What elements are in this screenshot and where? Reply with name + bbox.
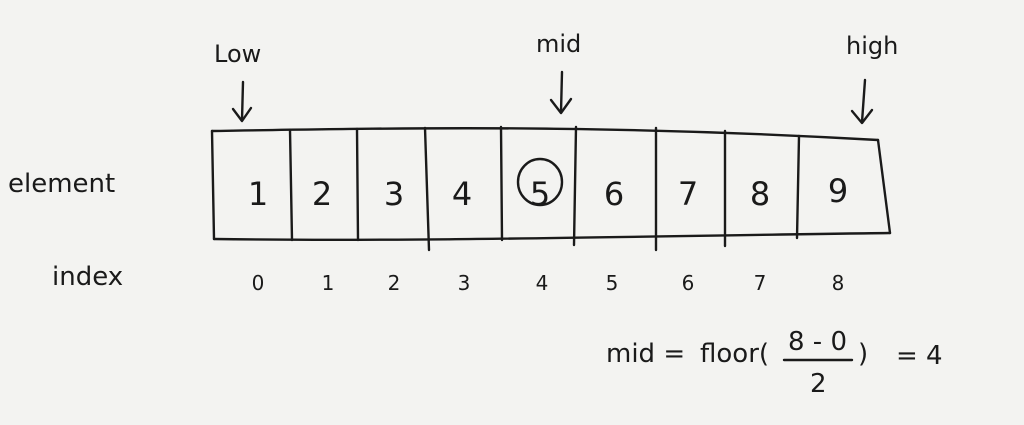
high-arrow <box>850 78 874 125</box>
index-values: 0 1 2 3 4 5 6 7 8 <box>252 271 845 295</box>
element-cell-8: 9 <box>828 172 848 210</box>
high-pointer-label: high <box>846 32 898 60</box>
index-value-5: 5 <box>606 271 619 295</box>
formula-floor: floor( <box>700 339 769 369</box>
index-value-1: 1 <box>322 271 335 295</box>
formula-result: = 4 <box>896 341 943 371</box>
element-cells: 1 2 3 4 5 6 7 8 9 <box>248 172 848 213</box>
element-cell-1: 2 <box>312 175 332 213</box>
element-cell-4: 5 <box>530 175 550 213</box>
element-cell-3: 4 <box>452 175 472 213</box>
formula-close: ) <box>858 339 868 369</box>
mid-pointer-label: mid <box>536 30 581 58</box>
index-value-2: 2 <box>388 271 401 295</box>
element-cell-6: 7 <box>678 175 698 213</box>
low-pointer-label: Low <box>214 40 261 68</box>
formula-lhs: mid = <box>606 339 685 369</box>
formula-denominator: 2 <box>810 369 827 399</box>
index-value-3: 3 <box>458 271 471 295</box>
mid-highlight-circle <box>516 157 564 207</box>
element-cell-5: 6 <box>604 175 624 213</box>
element-cell-2: 3 <box>384 175 404 213</box>
element-cell-7: 8 <box>750 175 770 213</box>
mid-arrow <box>549 70 573 115</box>
array-box <box>210 127 892 242</box>
index-value-8: 8 <box>832 271 845 295</box>
index-value-4: 4 <box>536 271 549 295</box>
index-value-0: 0 <box>252 271 265 295</box>
element-row-label: element <box>8 169 115 199</box>
mid-formula: mid = floor( 8 - 0 2 ) = 4 <box>606 327 943 399</box>
index-value-7: 7 <box>754 271 767 295</box>
cell-dividers <box>288 125 801 252</box>
formula-numerator: 8 - 0 <box>788 327 847 357</box>
element-cell-0: 1 <box>248 175 268 213</box>
index-row-label: index <box>52 262 123 292</box>
low-arrow <box>231 80 253 123</box>
index-value-6: 6 <box>682 271 695 295</box>
